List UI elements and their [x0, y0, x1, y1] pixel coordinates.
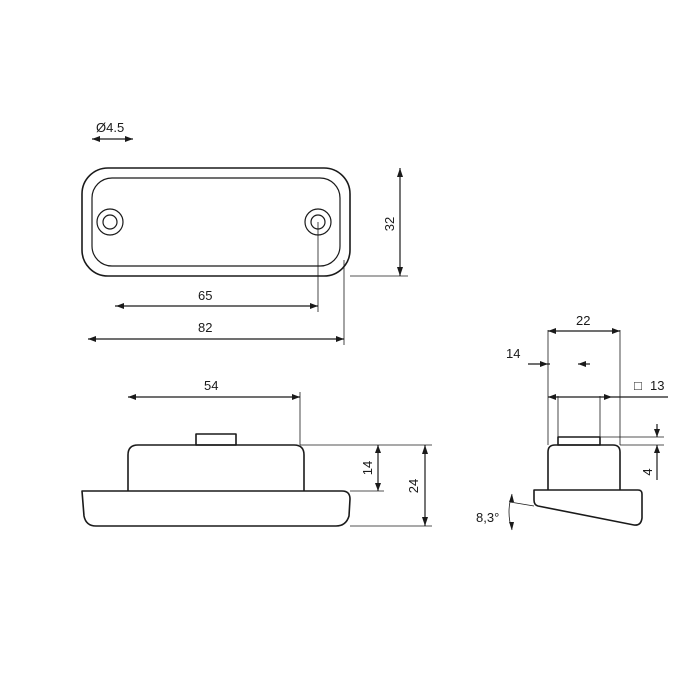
outer-outline	[81, 167, 351, 277]
side-width-label: 22	[576, 313, 590, 328]
stud-size-dimension: □ 13	[548, 378, 668, 437]
stud-square-symbol: □	[634, 378, 642, 393]
front-view: 54 14 24	[81, 378, 432, 527]
base-plate	[81, 490, 351, 527]
offset-dimension: 14	[506, 346, 590, 367]
height-label: 32	[382, 217, 397, 231]
offset-label: 14	[506, 346, 520, 361]
hole-diameter-label: Ø4.5	[96, 120, 124, 135]
housing-width-label: 54	[204, 378, 218, 393]
housing	[127, 444, 305, 491]
length-label: 82	[198, 320, 212, 335]
housing-height-label: 14	[360, 461, 375, 475]
side-width-dimension: 22	[547, 313, 621, 445]
stud-height-label: 4	[640, 468, 655, 475]
side-stud	[557, 436, 601, 446]
height-dimension: 32	[350, 168, 408, 277]
side-view: 22 14 □ 13 4	[476, 313, 668, 531]
inner-outline	[91, 177, 341, 267]
hole-spacing-dimension: 65	[115, 222, 319, 312]
hole-spacing-label: 65	[198, 288, 212, 303]
length-dimension: 82	[88, 260, 345, 345]
housing-width-dimension: 54	[128, 378, 301, 445]
top-stud	[195, 433, 237, 446]
mounting-hole-left	[96, 208, 124, 236]
hole-diameter-dimension: Ø4.5	[92, 120, 133, 142]
top-view: Ø4.5 32 65 82	[81, 120, 408, 345]
stud-size-label: 13	[650, 378, 664, 393]
vertical-dimensions: 14 24	[300, 444, 432, 527]
stud-height-dimension: 4	[600, 424, 664, 480]
side-housing	[547, 444, 621, 490]
side-base	[533, 489, 643, 526]
total-height-label: 24	[406, 479, 421, 493]
angle-dimension: 8,3°	[476, 493, 535, 531]
angle-label: 8,3°	[476, 510, 499, 525]
